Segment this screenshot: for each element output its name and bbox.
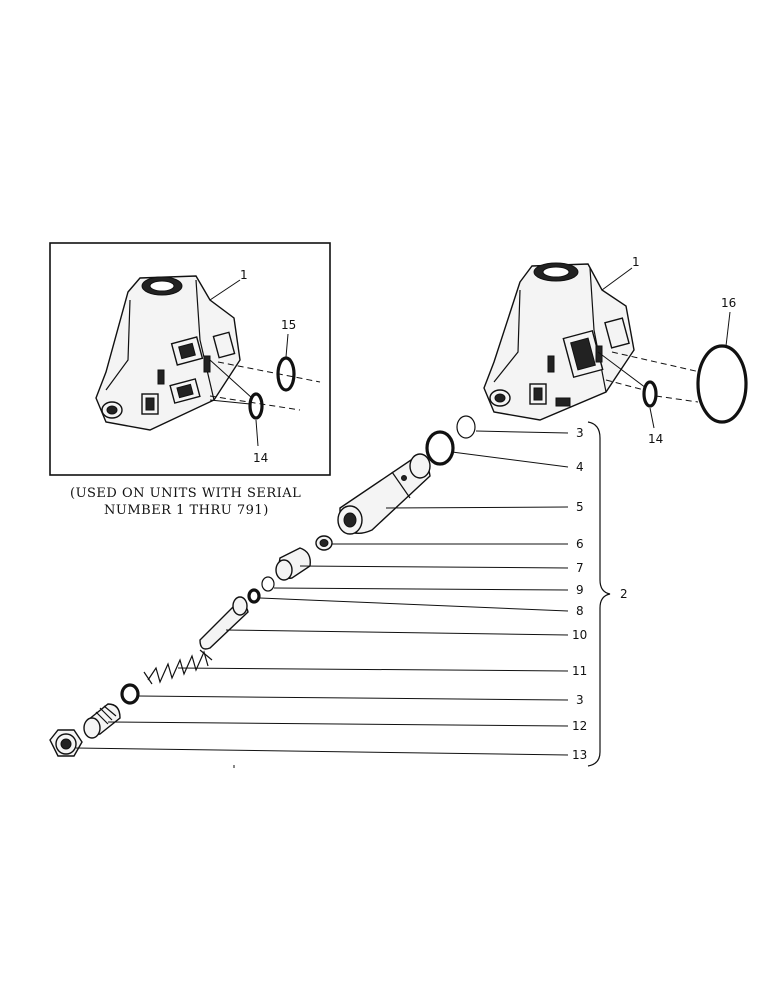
inset-frame xyxy=(49,242,331,476)
callout-12: 12 xyxy=(572,719,587,733)
callout-6: 6 xyxy=(576,537,584,551)
inset-oring-14 xyxy=(248,392,264,420)
inset-caption-line2: NUMBER 1 THRU 791) xyxy=(104,503,269,518)
callout-3-lower: 3 xyxy=(576,693,584,707)
callout-4: 4 xyxy=(576,460,584,474)
part-11-spring xyxy=(143,649,213,685)
main-label-1: 1 xyxy=(632,255,640,269)
callout-numbers: 3 4 5 6 7 9 8 10 11 3 12 13 xyxy=(572,426,587,762)
part-7-sleeve xyxy=(275,547,311,581)
part-13-nut xyxy=(49,729,83,757)
callout-7: 7 xyxy=(576,561,584,575)
main-label-14: 14 xyxy=(648,432,663,446)
small-oring-14 xyxy=(642,380,658,408)
part-8-ring xyxy=(247,588,261,604)
main-label-16: 16 xyxy=(721,296,736,310)
part-3-lower-oring xyxy=(120,683,140,705)
part-3-upper-oring xyxy=(456,415,476,439)
callout-11: 11 xyxy=(572,664,587,678)
inset-label-14: 14 xyxy=(253,451,268,465)
inset-panel: 1 15 14 xyxy=(49,242,331,476)
callout-3-upper: 3 xyxy=(576,426,584,440)
exploded-parts xyxy=(49,415,476,757)
callout-leaders xyxy=(75,430,569,756)
assembly-brace xyxy=(587,421,611,767)
part-4-oring xyxy=(425,430,455,466)
inset-valve-body xyxy=(95,275,241,431)
callout-5: 5 xyxy=(576,500,584,514)
part-12-plug xyxy=(83,703,121,739)
callout-10: 10 xyxy=(572,628,587,642)
part-5-cartridge xyxy=(337,453,431,535)
callout-8: 8 xyxy=(576,604,584,618)
main-valve-body xyxy=(483,262,635,421)
inset-caption-line1: (USED ON UNITS WITH SERIAL xyxy=(70,486,301,501)
part-10-poppet xyxy=(199,596,249,650)
callout-9: 9 xyxy=(576,583,584,597)
inset-label-15: 15 xyxy=(281,318,296,332)
assembly-label-2: 2 xyxy=(620,587,628,601)
callout-13: 13 xyxy=(572,748,587,762)
inset-label-1: 1 xyxy=(240,268,248,282)
large-oring-16 xyxy=(696,344,748,424)
part-9-ring xyxy=(261,576,275,592)
